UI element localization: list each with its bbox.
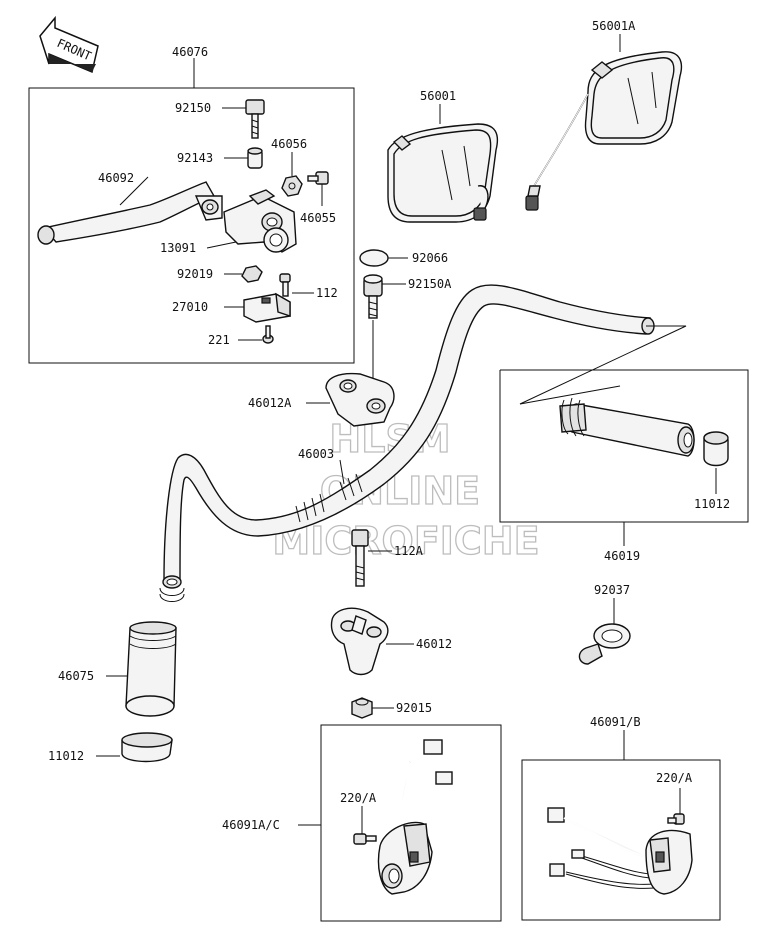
switch-housing-right-46091B [547,807,693,895]
grip-left-46075 [125,621,177,717]
label-92037: 92037 [594,583,630,597]
label-56001: 56001 [420,89,456,103]
end-cap-right-11012 [703,431,729,467]
holder-lower-46012 [330,607,389,676]
nut-92019 [241,265,263,283]
label-11012-left: 11012 [48,749,84,763]
switch-27010 [243,292,291,323]
label-92015: 92015 [396,701,432,715]
screw-221 [262,325,274,344]
lever-bracket-13091 [223,189,297,253]
label-46056: 46056 [271,137,307,151]
label-46092: 46092 [98,171,134,185]
bolt-112A [351,529,369,587]
throttle-grip-46019 [559,397,695,457]
mirror-56001A [525,51,683,211]
switch-housing-left-46091A [377,739,453,895]
front-arrow-icon: FRONT [39,15,99,74]
label-221: 221 [208,333,230,347]
cap-92066 [359,249,389,267]
label-11012-right: 11012 [694,497,730,511]
handlebar-46003 [159,284,655,602]
screw-46055 [307,171,329,185]
end-cap-left-11012 [121,732,173,763]
label-92143: 92143 [177,151,213,165]
label-92019: 92019 [177,267,213,281]
lever-assembly-box [28,87,355,364]
watermark: HLSM ONLINE MICROFICHE [272,416,540,563]
label-46012A: 46012A [248,396,292,410]
label-46076: 46076 [172,45,208,59]
label-56001A: 56001A [592,19,636,33]
label-46055: 46055 [300,211,336,225]
cable-adjuster-92037 [578,623,631,665]
throttle-grip-box [499,369,749,523]
label-46012: 46012 [416,637,452,651]
label-46091B: 46091/B [590,715,641,729]
screw-220A-left [353,833,377,845]
label-46075: 46075 [58,669,94,683]
label-13091: 13091 [160,241,196,255]
label-92150: 92150 [175,101,211,115]
bolt-92150 [245,99,265,139]
collar-92143 [247,147,263,169]
label-112: 112 [316,286,338,300]
screw-112 [279,273,291,297]
label-92066: 92066 [412,251,448,265]
clutch-lever-46092 [37,181,223,245]
mirror-56001 [387,123,499,223]
switch-right-box [521,759,721,921]
label-220A-left: 220/A [340,791,377,805]
label-220A-right: 220/A [656,771,693,785]
holder-upper-46012A [325,372,395,427]
switch-left-box [320,724,502,922]
label-27010: 27010 [172,300,208,314]
nut-46056 [281,175,303,197]
label-46019: 46019 [604,549,640,563]
nut-92015 [351,697,373,719]
bolt-92150A [363,274,383,319]
screw-220A-right [667,813,685,825]
label-46091AC: 46091A/C [222,818,280,832]
watermark-line-3: MICROFICHE [272,519,539,563]
label-92150A: 92150A [408,277,452,291]
label-112A: 112A [394,544,424,558]
label-46003: 46003 [298,447,334,461]
